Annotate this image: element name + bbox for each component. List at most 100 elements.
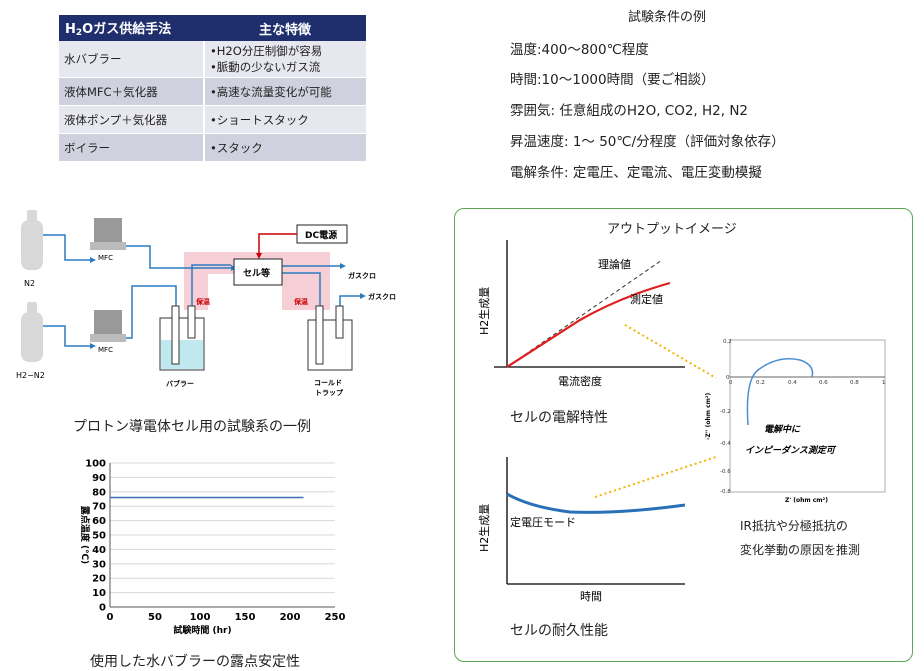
svg-text:-0.2: -0.2 [720, 409, 731, 415]
cold-trap-icon [307, 305, 353, 371]
output-image-panel [454, 208, 913, 662]
measured-label: 測定値 [630, 292, 663, 306]
output-title: アウトプットイメージ [607, 222, 737, 237]
method-cell: 水バブラー [59, 41, 205, 78]
x-tick-label: 200 [280, 612, 301, 623]
nyquist-curve [746, 358, 814, 426]
bubbler-icon [159, 305, 205, 371]
n2-cylinder-icon [21, 210, 43, 270]
svg-text:-0.8: -0.8 [720, 489, 731, 495]
svg-text:-0.6: -0.6 [720, 469, 731, 475]
power-arrowhead [256, 253, 262, 259]
table-header-row: H2Oガス供給手法 主な特徴 [59, 15, 366, 41]
measured-line [506, 281, 671, 368]
svg-text:0: 0 [729, 380, 733, 386]
theory-label: 理論値 [598, 257, 631, 271]
impedance-y-label: -Z'' (ohm cm²) [705, 392, 712, 440]
x-tick-label: 250 [325, 612, 346, 623]
feature-cell: •H2O分圧制御が容易 •脈動の少ないガス流 [204, 41, 366, 78]
test-system-diagram: N2 H2−N2 MFC MFC DC電源 セ [16, 210, 396, 397]
dew-chart-caption: 使用した水バブラーの露点安定性 [90, 654, 300, 670]
x-tick-label: 150 [235, 612, 256, 623]
cold-trap-label: コールド [314, 379, 342, 387]
impedance-caption-line2: 変化挙動の原因を推測 [740, 543, 861, 557]
durability-line [506, 492, 686, 514]
dc-power-label: DC電源 [305, 229, 337, 241]
y-tick-label: 10 [92, 588, 106, 599]
svg-text:0: 0 [726, 375, 730, 381]
durability-caption: セルの耐久性能 [510, 623, 608, 639]
mfc-label: MFC [98, 346, 113, 354]
svg-text:1: 1 [882, 380, 886, 386]
svg-text:0.8: 0.8 [850, 380, 859, 386]
impedance-caption-line1: IR抵抗や分極抵抗の [740, 519, 848, 533]
mfc-icon [90, 218, 126, 250]
table-row: 液体ポンプ＋気化器 •ショートスタック [59, 105, 366, 134]
h2n2-cylinder-icon [21, 302, 43, 362]
svg-text:0.6: 0.6 [819, 380, 828, 386]
feature-cell: •スタック [204, 133, 366, 162]
condition-atmosphere: 雰囲気: 任意組成のH2O, CO2, H2, N2 [510, 103, 749, 119]
cold-trap-label: トラップ [315, 388, 344, 397]
y-tick-label: 60 [92, 516, 106, 527]
connector-lines [594, 324, 717, 498]
power-line [258, 233, 297, 255]
impedance-note: インピーダンス測定可 [745, 445, 837, 456]
y-axis-label: H2生成量 [477, 504, 491, 552]
x-axis-label: 試験時間 (hr) [173, 624, 231, 636]
feature-cell: •高速な流量変化が可能 [204, 77, 366, 106]
y-tick-label: 30 [92, 559, 106, 570]
impedance-ticks: 0.2 0 -0.2 -0.4 -0.6 -0.8 0 0.2 0.4 0.6 … [720, 339, 886, 495]
cell-box [233, 258, 283, 286]
n2-label: N2 [24, 279, 35, 288]
plot-frame [729, 339, 886, 493]
x-tick-label: 50 [148, 612, 162, 623]
h2n2-label: H2−N2 [16, 371, 45, 380]
condition-heating-rate: 昇温速度: 1～ 50℃/分程度（評価対象依存） [510, 134, 785, 150]
diagram-caption: プロトン導電体セル用の試験系の一例 [73, 419, 311, 435]
bubbler-label: バブラー [166, 379, 194, 388]
header-method: H2Oガス供給手法 [59, 15, 204, 41]
mfc-label: MFC [98, 254, 113, 262]
y-tick-label: 100 [85, 459, 106, 470]
conditions-title: 試験条件の例 [628, 10, 707, 25]
y-tick-label: 90 [92, 473, 106, 484]
x-tick-label: 0 [107, 612, 114, 623]
svg-text:0.2: 0.2 [723, 339, 732, 345]
gas-chromatograph-label: ガスクロ [348, 271, 376, 280]
table-row: 水バブラー •H2O分圧制御が容易 •脈動の少ないガス流 [59, 41, 366, 78]
svg-text:0.4: 0.4 [788, 380, 797, 386]
y-tick-label: 70 [92, 502, 106, 513]
heat-label: 保温 [293, 297, 308, 306]
heat-label: 保温 [195, 297, 210, 306]
heat-zone-right [282, 252, 330, 310]
gas-supply-methods-table: H2Oガス供給手法 主な特徴 水バブラー •H2O分圧制御が容易 •脈動の少ない… [59, 15, 366, 162]
x-axis-label: 電流密度 [558, 374, 602, 388]
gas-lines [43, 234, 360, 347]
condition-time: 時間:10～1000時間（要ご相談） [510, 72, 715, 88]
impedance-chart: 0.2 0 -0.2 -0.4 -0.6 -0.8 0 0.2 0.4 0.6 … [705, 339, 886, 504]
gas-chromatograph-label: ガスクロ [368, 292, 396, 301]
svg-text:0.2: 0.2 [756, 380, 765, 386]
y-tick-label: 0 [99, 603, 106, 614]
impedance-x-label: Z' (ohm cm²) [785, 497, 828, 504]
y-tick-label: 20 [92, 574, 106, 585]
table-row: ボイラー •スタック [59, 133, 366, 162]
x-axis-label: 時間 [580, 590, 602, 603]
condition-temperature: 温度:400～800℃程度 [510, 42, 649, 58]
y-tick-label: 80 [92, 487, 106, 498]
method-cell: ボイラー [59, 133, 205, 162]
cell-label: セル等 [243, 267, 270, 279]
y-axis-label: H2生成量 [477, 287, 491, 335]
header-feature: 主な特徴 [204, 15, 366, 41]
y-tick-label: 50 [92, 531, 106, 542]
method-cell: 液体ポンプ＋気化器 [59, 105, 205, 134]
mode-label: 定電圧モード [510, 515, 576, 529]
feature-cell: •ショートスタック [204, 105, 366, 134]
mfc-icon [90, 310, 126, 342]
method-cell: 液体MFC＋気化器 [59, 77, 205, 106]
svg-text:-0.4: -0.4 [720, 441, 731, 447]
condition-electrolysis: 電解条件: 定電圧、定電流、電圧変動模擬 [510, 165, 762, 181]
impedance-note: 電解中に [764, 424, 801, 435]
